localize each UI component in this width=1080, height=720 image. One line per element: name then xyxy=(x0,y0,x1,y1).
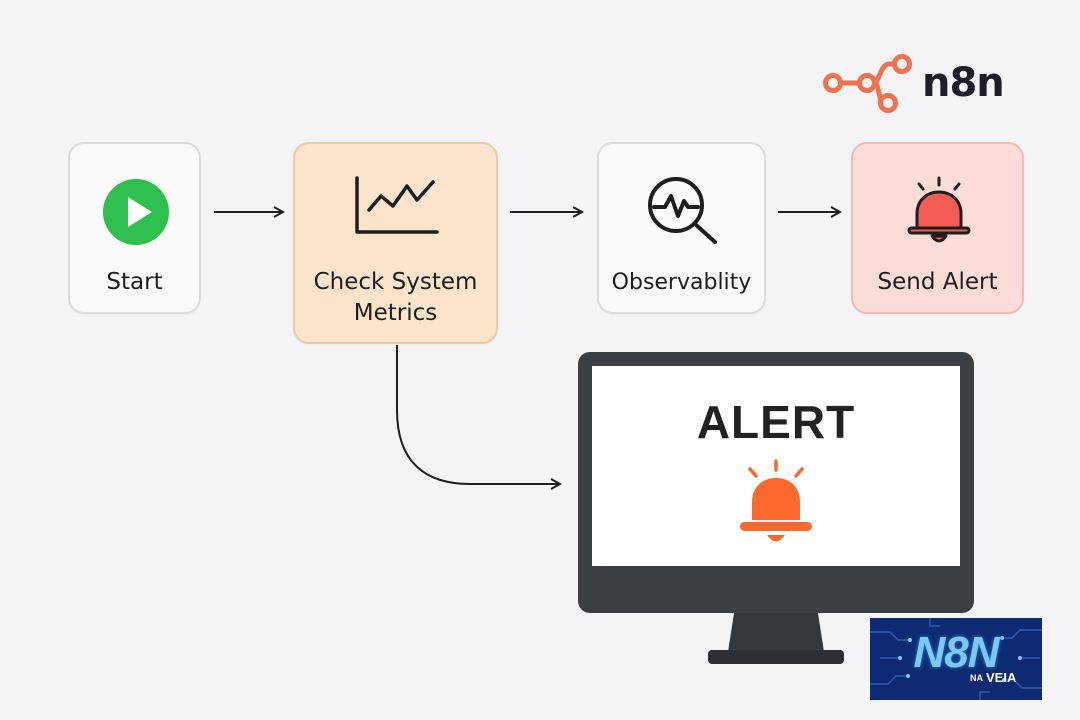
badge-sub-na: NA xyxy=(970,673,983,683)
workflow-nodes-icon xyxy=(823,54,912,113)
circuit-pattern-icon xyxy=(870,618,1042,700)
magnifier-pulse-icon xyxy=(648,177,717,244)
line-chart-icon xyxy=(355,176,439,234)
monitor-alert-title: ALERT xyxy=(696,396,856,448)
node-send-alert[interactable]: Send Alert xyxy=(851,142,1024,314)
badge-main-text: N8N xyxy=(913,628,999,677)
node-send-alert-label: Send Alert xyxy=(877,269,998,295)
n8n-logo: n8n xyxy=(822,52,1005,114)
n8n-na-veia-badge: N8N NA VEIA xyxy=(870,618,1042,700)
badge-sub-veia: VEIA xyxy=(986,670,1017,685)
play-icon xyxy=(103,179,169,245)
alarm-bell-icon xyxy=(907,176,971,243)
logo-text: n8n xyxy=(922,60,1005,106)
node-start[interactable]: Start xyxy=(68,142,201,314)
node-observability-label: Observablity xyxy=(611,270,752,295)
arrow-metrics-to-monitor xyxy=(396,345,560,484)
node-start-label: Start xyxy=(106,269,163,295)
monitor xyxy=(578,352,974,664)
node-check-system-metrics-label: Check System Metrics xyxy=(313,269,478,326)
monitor-alarm-bell-icon xyxy=(740,459,812,542)
node-check-system-metrics[interactable]: Check System Metrics xyxy=(293,142,498,344)
node-observability[interactable]: Observablity xyxy=(597,142,766,314)
